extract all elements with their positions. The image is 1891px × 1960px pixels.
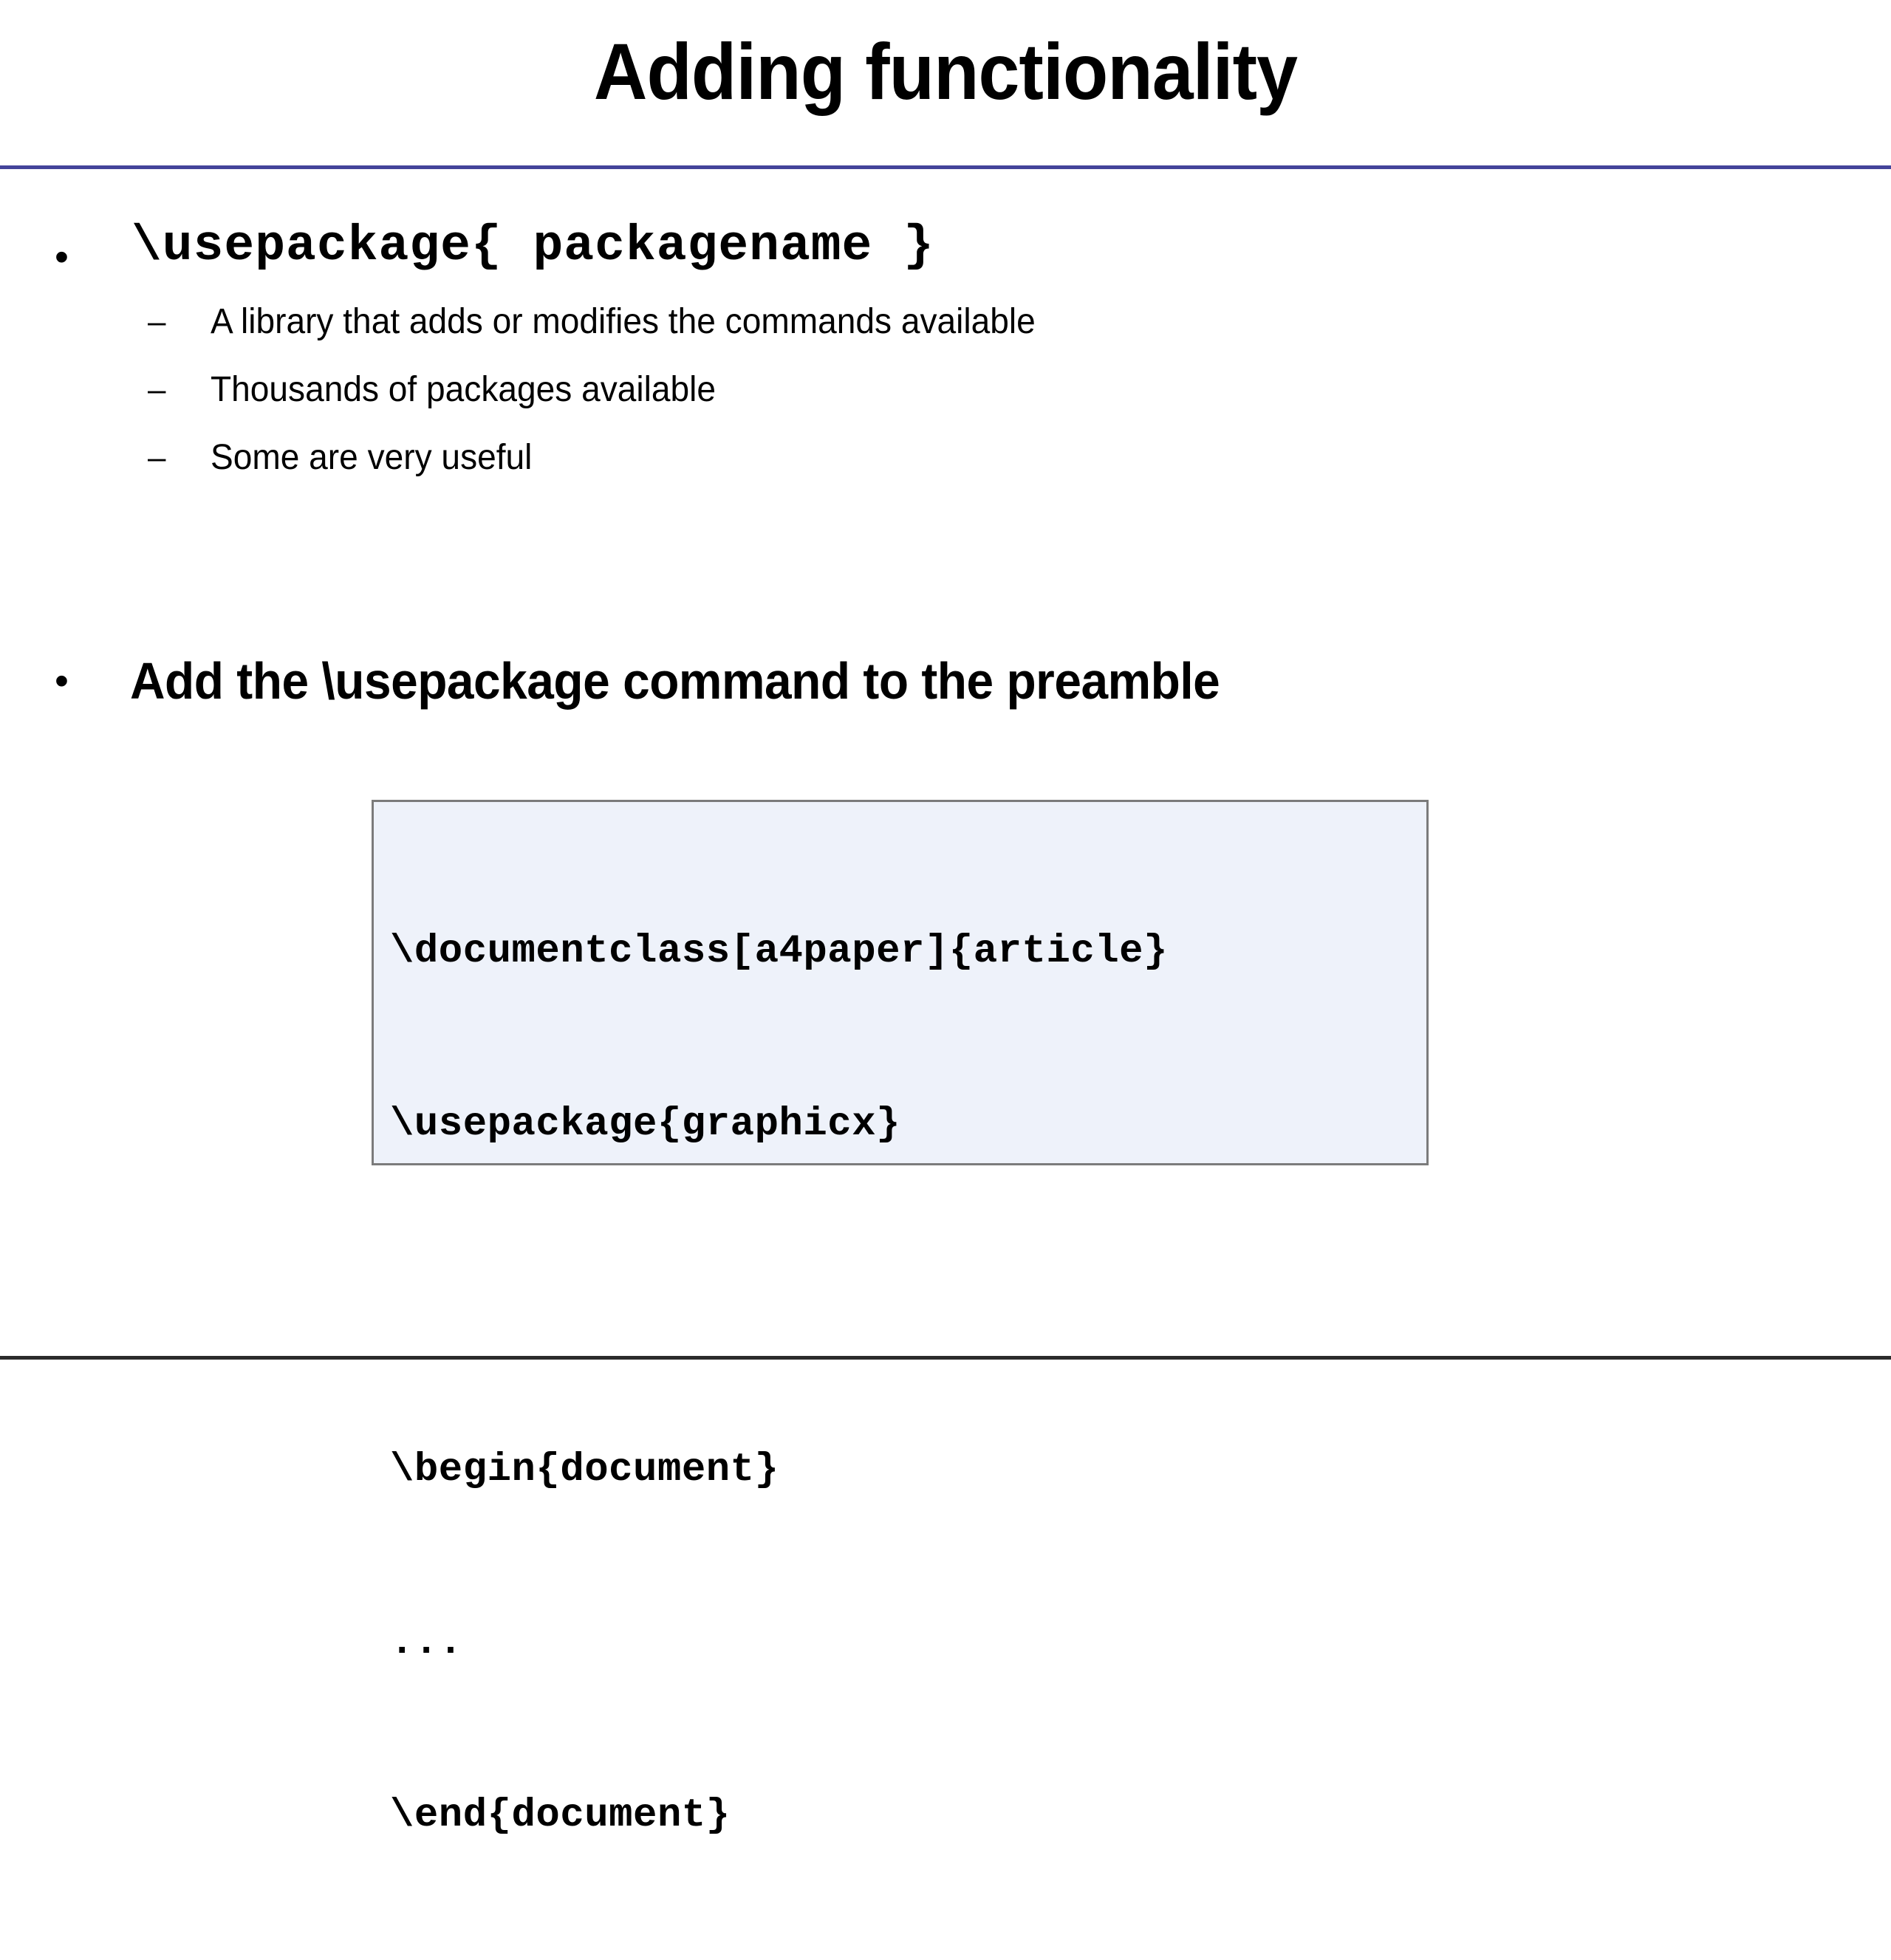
dash-marker-icon: – bbox=[148, 304, 166, 340]
code-sample-text: \documentclass[a4paper]{article} \usepac… bbox=[390, 808, 1426, 1960]
code-line: \usepackage{graphicx} bbox=[390, 1102, 901, 1147]
sub-bullet-label: Thousands of packages available bbox=[211, 370, 716, 409]
sub-bullet-label: A library that adds or modifies the comm… bbox=[211, 302, 1036, 341]
bullet-usepackage-syntax: • \usepackage{ packagename } bbox=[0, 216, 1891, 297]
bullet-add-usepackage-text: Add the \usepackage command to the pream… bbox=[130, 652, 1220, 710]
list-item: – A library that adds or modifies the co… bbox=[0, 288, 1891, 356]
list-item: – Some are very useful bbox=[0, 424, 1891, 492]
bullet-marker-icon: • bbox=[55, 659, 69, 703]
page-title: Adding functionality bbox=[593, 27, 1298, 116]
code-line: \end{document} bbox=[390, 1793, 731, 1838]
code-line: \documentclass[a4paper]{article} bbox=[390, 929, 1168, 974]
code-line: ... bbox=[390, 1620, 463, 1665]
bullet-marker-icon: • bbox=[55, 235, 69, 279]
footer-divider bbox=[0, 1356, 1891, 1360]
code-line-blank bbox=[390, 1269, 1426, 1326]
code-sample-box: \documentclass[a4paper]{article} \usepac… bbox=[372, 800, 1429, 1838]
code-line: \begin{document} bbox=[390, 1447, 779, 1493]
bullet-usepackage-syntax-text: \usepackage{ packagename } bbox=[131, 218, 934, 275]
sub-bullet-label: Some are very useful bbox=[211, 438, 533, 477]
dash-marker-icon: – bbox=[148, 371, 166, 408]
slide-canvas: Adding functionality • \usepackage{ pack… bbox=[0, 27, 1891, 1838]
bullet-add-usepackage: • Add the \usepackage command to the pre… bbox=[0, 643, 1891, 724]
list-item: – Thousands of packages available bbox=[0, 356, 1891, 424]
dash-marker-icon: – bbox=[148, 439, 166, 476]
sub-bullet-list: – A library that adds or modifies the co… bbox=[0, 288, 1891, 492]
title-divider bbox=[0, 165, 1891, 169]
